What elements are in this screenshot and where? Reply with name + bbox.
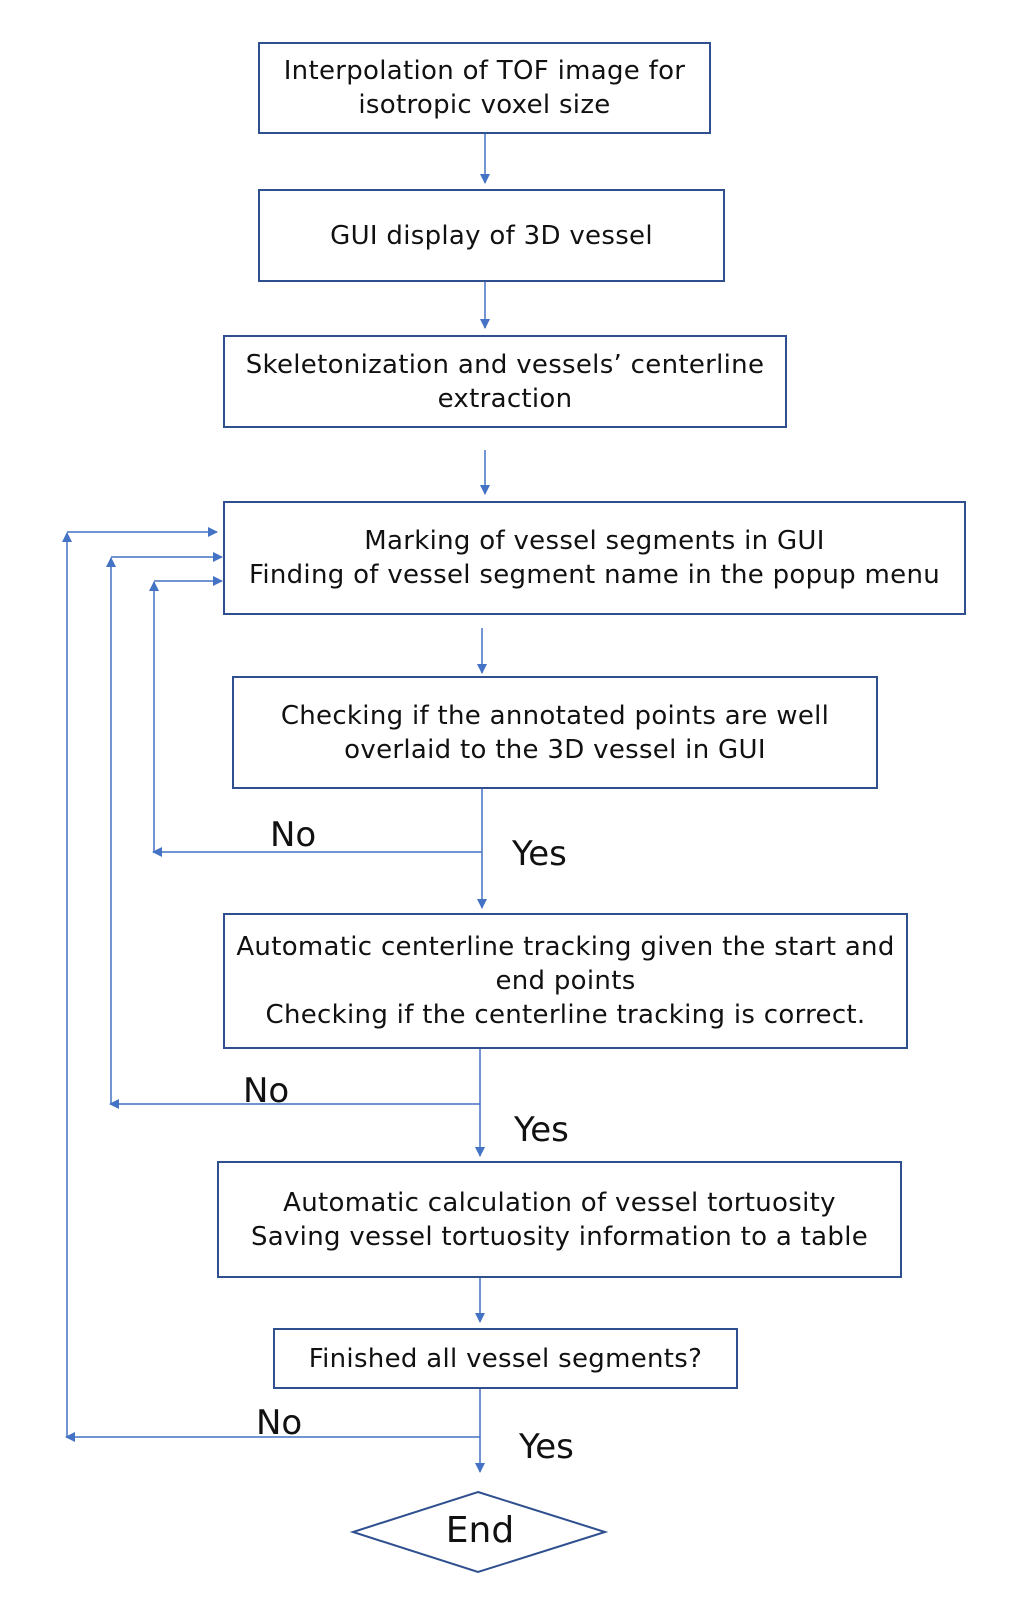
decision3-yes-label: Yes bbox=[519, 1427, 574, 1467]
decision3-no-label: No bbox=[256, 1403, 303, 1443]
step-finished-line1: Finished all vessel segments? bbox=[308, 1343, 703, 1374]
step-interpolation: Interpolation of TOF image for isotropic… bbox=[258, 42, 711, 134]
step-checking-points: Checking if the annotated points are wel… bbox=[232, 676, 878, 789]
end-diamond bbox=[349, 1490, 609, 1574]
step-gui-display: GUI display of 3D vessel bbox=[258, 189, 725, 282]
step-checking-points-line1: Checking if the annotated points are wel… bbox=[280, 700, 830, 731]
step-interpolation-line2: isotropic voxel size bbox=[358, 90, 611, 120]
step-tracking-line1: Automatic centerline tracking given the … bbox=[236, 932, 895, 962]
decision1-no-label: No bbox=[270, 815, 317, 855]
step-tracking: Automatic centerline tracking given the … bbox=[223, 913, 908, 1049]
step-marking-line2: Finding of vessel segment name in the po… bbox=[248, 560, 941, 590]
step-skeletonization: Skeletonization and vessels’ centerline … bbox=[223, 335, 787, 428]
step-tortuosity-line2: Saving vessel tortuosity information to … bbox=[250, 1221, 869, 1252]
decision2-no-label: No bbox=[243, 1071, 290, 1111]
step-finished: Finished all vessel segments? bbox=[273, 1328, 738, 1389]
step-marking: Marking of vessel segments in GUI Findin… bbox=[223, 501, 966, 615]
step-marking-line1: Marking of vessel segments in GUI bbox=[364, 526, 825, 556]
step-skeletonization-line1: Skeletonization and vessels’ centerline bbox=[245, 349, 765, 380]
step-skeletonization-line2: extraction bbox=[437, 383, 573, 414]
step-interpolation-line1: Interpolation of TOF image for bbox=[283, 56, 686, 86]
step-tracking-line2: end points bbox=[495, 966, 636, 996]
step-tortuosity-line1: Automatic calculation of vessel tortuosi… bbox=[283, 1187, 836, 1218]
step-checking-points-line2: overlaid to the 3D vessel in GUI bbox=[344, 734, 766, 765]
decision1-yes-label: Yes bbox=[512, 834, 567, 874]
decision2-yes-label: Yes bbox=[514, 1110, 569, 1150]
step-tracking-line3: Checking if the centerline tracking is c… bbox=[265, 1000, 866, 1030]
step-tortuosity: Automatic calculation of vessel tortuosi… bbox=[217, 1161, 902, 1278]
step-gui-display-line1: GUI display of 3D vessel bbox=[330, 220, 653, 251]
end-label: End bbox=[445, 1509, 515, 1551]
